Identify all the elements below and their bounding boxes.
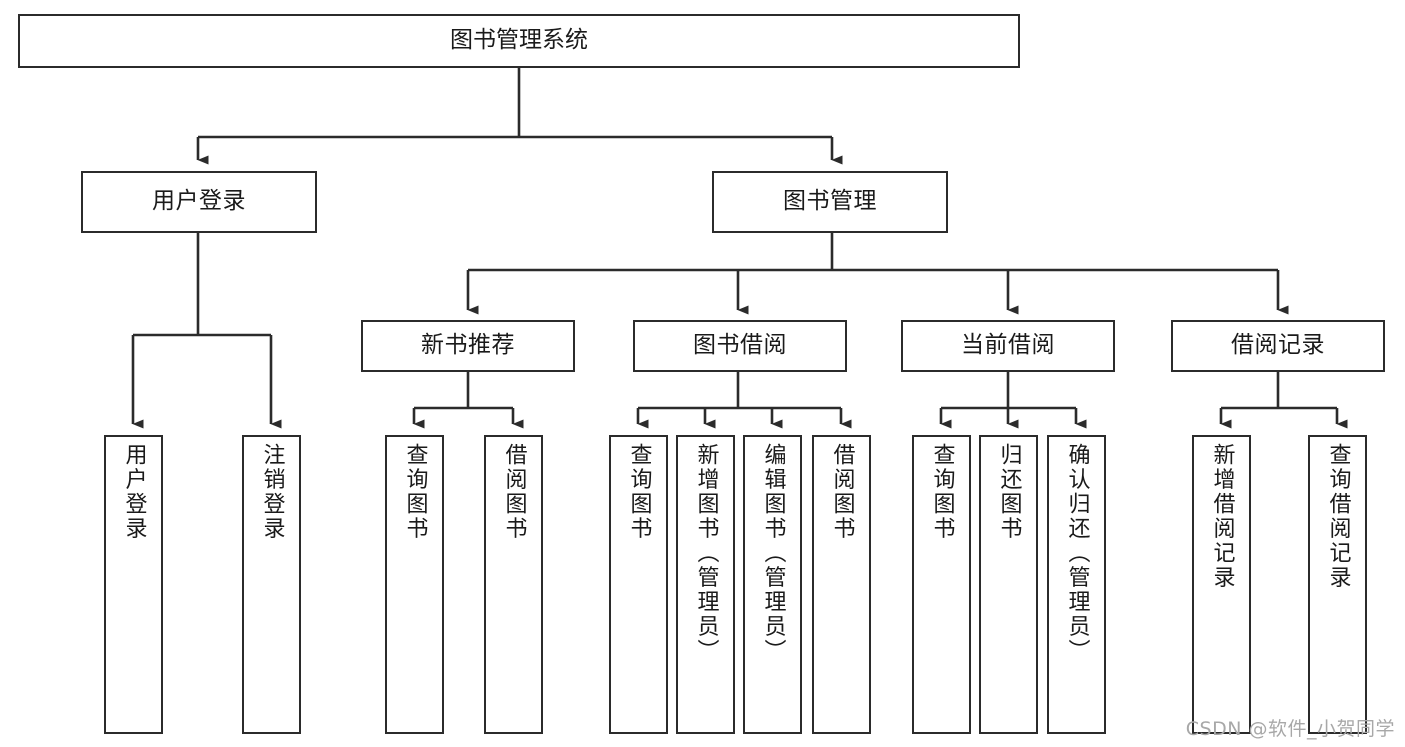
leaf-return-book-label: 归还图书 [996,443,1022,541]
leaf-add-book-label: 新增图书（管理员） [693,443,719,664]
leaf-add-book[interactable]: 新增图书（管理员） [676,435,735,734]
leaf-borrow-book-2[interactable]: 借阅图书 [812,435,871,734]
node-user-login-label: 用户登录 [152,188,246,215]
node-borrow-record-label: 借阅记录 [1231,332,1325,359]
leaf-confirm-return[interactable]: 确认归还（管理员） [1047,435,1106,734]
leaf-query-book-1-label: 查询图书 [402,443,428,541]
leaf-user-login[interactable]: 用户登录 [104,435,163,734]
node-book-management-label: 图书管理 [783,188,877,215]
node-current-borrow-label: 当前借阅 [961,332,1055,359]
leaf-query-book-3-label: 查询图书 [929,443,955,541]
node-root[interactable]: 图书管理系统 [18,14,1020,68]
leaf-query-book-3[interactable]: 查询图书 [912,435,971,734]
leaf-query-book-1[interactable]: 查询图书 [385,435,444,734]
node-root-label: 图书管理系统 [450,27,588,54]
leaf-borrow-book-1[interactable]: 借阅图书 [484,435,543,734]
leaf-edit-book[interactable]: 编辑图书（管理员） [743,435,802,734]
leaf-query-borrow-record-label: 查询借阅记录 [1325,443,1351,590]
node-new-book-recommend[interactable]: 新书推荐 [361,320,575,372]
leaf-user-login-label: 用户登录 [121,443,147,541]
leaf-return-book[interactable]: 归还图书 [979,435,1038,734]
leaf-borrow-book-2-label: 借阅图书 [829,443,855,541]
leaf-query-borrow-record[interactable]: 查询借阅记录 [1308,435,1367,734]
node-borrow-record[interactable]: 借阅记录 [1171,320,1385,372]
node-book-borrow[interactable]: 图书借阅 [633,320,847,372]
node-user-login[interactable]: 用户登录 [81,171,317,233]
leaf-add-borrow-record[interactable]: 新增借阅记录 [1192,435,1251,734]
leaf-user-logout[interactable]: 注销登录 [242,435,301,734]
leaf-borrow-book-1-label: 借阅图书 [501,443,527,541]
leaf-query-book-2-label: 查询图书 [626,443,652,541]
leaf-query-book-2[interactable]: 查询图书 [609,435,668,734]
node-current-borrow[interactable]: 当前借阅 [901,320,1115,372]
node-book-borrow-label: 图书借阅 [693,332,787,359]
leaf-edit-book-label: 编辑图书（管理员） [760,443,786,664]
node-new-book-recommend-label: 新书推荐 [421,332,515,359]
leaf-user-logout-label: 注销登录 [259,443,285,541]
leaf-confirm-return-label: 确认归还（管理员） [1064,443,1090,664]
leaf-add-borrow-record-label: 新增借阅记录 [1209,443,1235,590]
node-book-management[interactable]: 图书管理 [712,171,948,233]
